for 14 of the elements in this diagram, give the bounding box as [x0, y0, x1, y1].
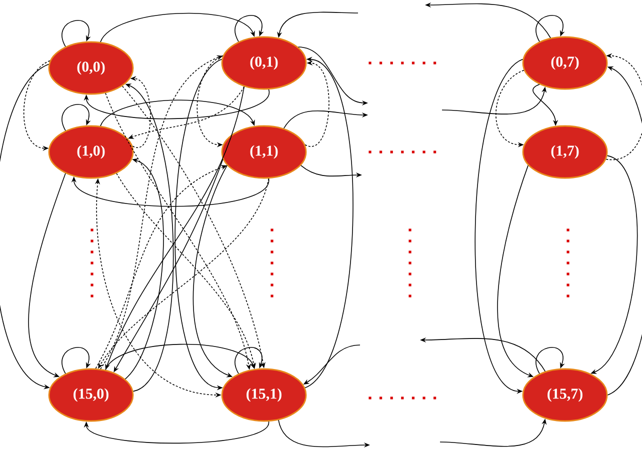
arrow [100, 12, 255, 42]
arrow [62, 347, 91, 374]
arrow [84, 89, 270, 120]
arrow [28, 173, 66, 378]
arrow [62, 20, 91, 47]
arrow [100, 100, 255, 126]
arrow [234, 15, 264, 42]
arrow [105, 344, 255, 370]
arrow [62, 104, 91, 131]
arrow [536, 15, 565, 42]
arrow [84, 421, 270, 444]
arrow [536, 347, 565, 374]
arrow [234, 347, 264, 374]
arrow [607, 66, 642, 396]
